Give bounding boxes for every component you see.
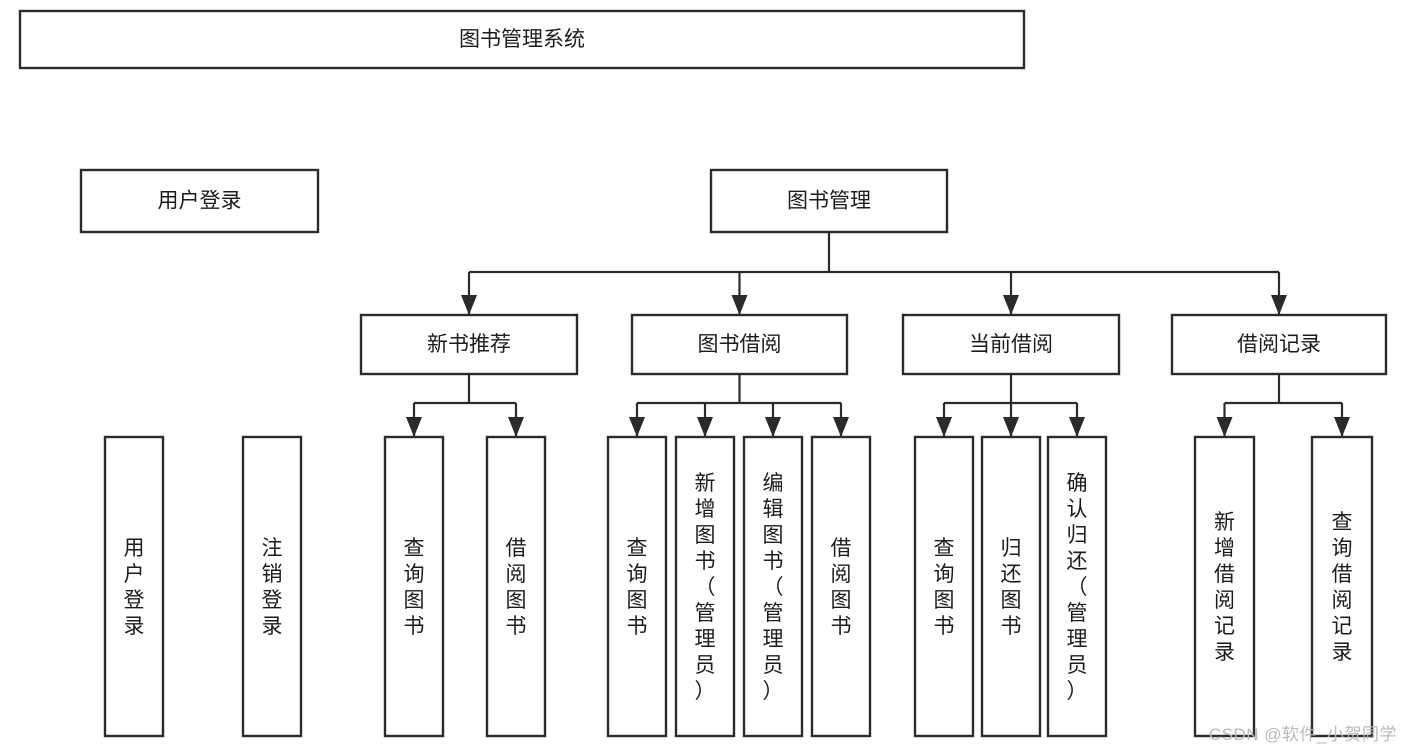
node-box	[18, 9, 1026, 70]
node-label: 查询借阅记录	[1332, 511, 1353, 664]
diagram-node[interactable]: 借阅图书	[810, 435, 872, 738]
node-label: 确认归还（管理员）	[1067, 472, 1088, 703]
diagram-node[interactable]: 新增图书（管理员）	[674, 435, 736, 738]
diagram-node[interactable]: 图书管理系统	[18, 9, 1026, 70]
nodes-layer: 图书管理系统用户登录图书管理新书推荐图书借阅当前借阅借阅记录用户登录注销登录查询…	[18, 9, 1388, 738]
connector-arrow-icon	[629, 417, 645, 437]
node-label: 新增图书（管理员）	[695, 472, 716, 703]
diagram-node[interactable]: 查询图书	[913, 435, 975, 738]
node-label: 图书管理	[787, 190, 871, 213]
node-box	[241, 435, 303, 738]
connector-arrow-icon	[1003, 295, 1019, 315]
node-box	[79, 168, 320, 234]
connector-arrow-icon	[1069, 417, 1085, 437]
connector-arrow-icon	[461, 295, 477, 315]
diagram-node[interactable]: 归还图书	[980, 435, 1042, 738]
connector-group	[461, 232, 1287, 315]
node-box	[383, 435, 445, 738]
connector-arrow-icon	[1216, 417, 1233, 437]
node-box	[913, 435, 975, 738]
connector-arrow-icon	[508, 417, 524, 437]
node-label: 图书管理系统	[459, 28, 585, 51]
node-box	[1170, 313, 1388, 376]
connector-group	[406, 374, 524, 437]
node-label: 归还图书	[1001, 537, 1022, 638]
node-label: 借阅图书	[506, 537, 527, 638]
diagram-node[interactable]: 用户登录	[103, 435, 165, 738]
node-label: 用户登录	[124, 537, 145, 638]
node-box	[103, 435, 165, 738]
node-box	[606, 435, 668, 738]
node-label: 新书推荐	[427, 333, 511, 356]
node-label: 查询图书	[627, 537, 648, 638]
node-box	[1310, 435, 1374, 738]
node-label: 图书借阅	[698, 333, 782, 356]
node-box	[980, 435, 1042, 738]
diagram-node[interactable]: 编辑图书（管理员）	[742, 435, 804, 738]
diagram-node[interactable]: 当前借阅	[901, 313, 1121, 376]
node-label: 用户登录	[158, 190, 242, 213]
diagram-node[interactable]: 查询图书	[383, 435, 445, 738]
diagram-node[interactable]: 借阅图书	[485, 435, 547, 738]
connector-arrow-icon	[1271, 295, 1287, 315]
diagram-node[interactable]: 借阅记录	[1170, 313, 1388, 376]
node-label: 当前借阅	[969, 333, 1053, 356]
diagram-node[interactable]: 查询借阅记录	[1310, 435, 1374, 738]
diagram-node[interactable]: 图书借阅	[630, 313, 849, 376]
node-box	[901, 313, 1121, 376]
diagram-node[interactable]: 查询图书	[606, 435, 668, 738]
node-box	[359, 313, 579, 376]
node-label: 编辑图书（管理员）	[763, 472, 784, 703]
connectors-layer	[406, 232, 1350, 437]
connector-arrow-icon	[1003, 417, 1019, 437]
node-box	[742, 435, 804, 738]
node-box	[674, 435, 736, 738]
node-box	[1193, 435, 1256, 738]
node-label: 查询图书	[404, 537, 425, 638]
node-box	[810, 435, 872, 738]
node-label: 借阅图书	[831, 537, 852, 638]
diagram-node[interactable]: 确认归还（管理员）	[1046, 435, 1108, 738]
watermark-label: CSDN @软件_小贺同学	[1208, 725, 1397, 744]
connector-arrow-icon	[833, 417, 849, 437]
node-label: 借阅记录	[1237, 333, 1321, 356]
connector-group	[1216, 374, 1350, 437]
diagram-node[interactable]: 用户登录	[79, 168, 320, 234]
node-label: 注销登录	[262, 537, 283, 638]
connector-arrow-icon	[731, 295, 748, 315]
node-box	[709, 168, 949, 234]
connector-arrow-icon	[697, 417, 713, 437]
connector-arrow-icon	[1334, 417, 1350, 437]
connector-arrow-icon	[936, 417, 952, 437]
connector-arrow-icon	[406, 417, 422, 437]
node-label: 查询图书	[934, 537, 955, 638]
node-box	[1046, 435, 1108, 738]
diagram-node[interactable]: 注销登录	[241, 435, 303, 738]
connector-group	[629, 374, 849, 437]
node-box	[630, 313, 849, 376]
diagram-node[interactable]: 新增借阅记录	[1193, 435, 1256, 738]
connector-group	[936, 374, 1085, 437]
diagram-node[interactable]: 新书推荐	[359, 313, 579, 376]
node-label: 新增借阅记录	[1214, 511, 1235, 664]
connector-arrow-icon	[765, 417, 781, 437]
node-box	[485, 435, 547, 738]
diagram-node[interactable]: 图书管理	[709, 168, 949, 234]
